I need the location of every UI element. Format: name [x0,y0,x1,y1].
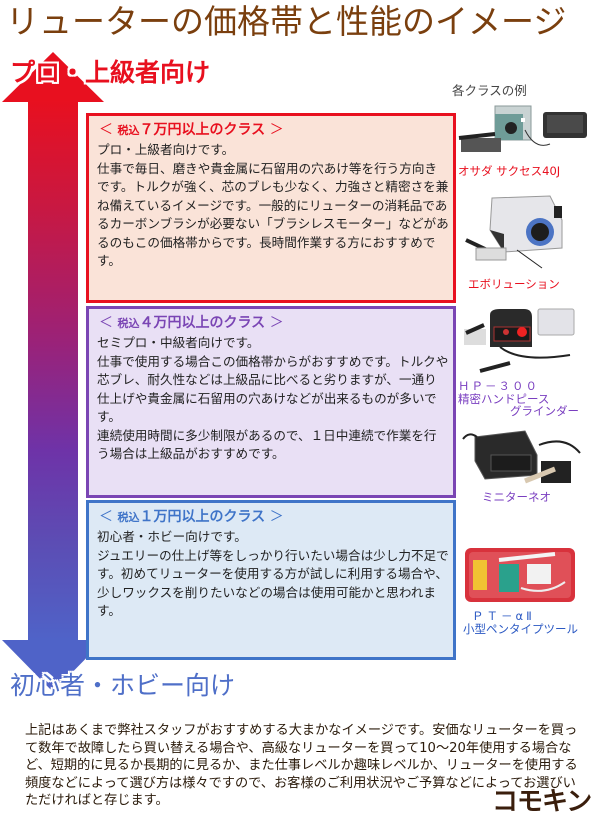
bracket-close: ＞ [265,315,284,331]
rotary-tool-icon [462,430,581,484]
bracket-close: ＞ [265,509,284,525]
product-image-minitor-neo[interactable] [455,425,590,490]
product-name[interactable]: ミニターネオ [482,490,551,504]
bracket-close: ＞ [265,122,284,138]
examples-heading: 各クラスの例 [452,83,527,98]
product-image-hp300[interactable] [460,305,585,377]
bracket-open: ＜ [99,315,118,331]
class-box-40k: ＜ 税込４万円以上のクラス ＞ セミプロ・中級者向けです。 仕事で使用する場合こ… [86,306,456,498]
price-class: ７万円以上のクラス [139,122,266,138]
product-name-line2[interactable]: 精密ハンドピース [458,392,550,406]
rotary-tool-icon [458,105,587,152]
class-header: ＜ 税込７万円以上のクラス ＞ [99,120,449,141]
class-description: ジュエリーの仕上げ等をしっかり行いたい場合は少し力不足です。初めてリューターを使… [97,547,449,619]
beginner-level-label: 初心者・ホビー向け [10,671,236,700]
rotary-tool-icon [465,548,575,602]
price-class: ４万円以上のクラス [139,315,266,331]
class-box-10k: ＜ 税込１万円以上のクラス ＞ 初心者・ホビー向けです。 ジュエリーの仕上げ等を… [86,500,456,660]
rotary-tool-icon [464,308,575,373]
pro-level-label: プロ・上級者向け [10,58,211,87]
tax-label: 税込 [117,124,140,137]
product-name[interactable]: ＰＴ－αⅡ [472,609,535,623]
class-description: 仕事で毎日、磨きや貴金属に石留用の穴あけ等を行う方向きです。トルクが強く、芯のブ… [97,160,449,269]
product-name-line2[interactable]: 小型ペンタイプツール [463,622,578,636]
class-header: ＜ 税込４万円以上のクラス ＞ [99,313,449,334]
product-name[interactable]: ＨＰ－３００ [458,379,539,393]
class-description: プロ・上級者向けです。 [97,142,235,157]
class-header: ＜ 税込１万円以上のクラス ＞ [99,507,449,528]
product-name[interactable]: エボリューション [468,277,560,291]
class-description: セミプロ・中級者向けです。 [97,335,260,350]
arrow-shaft [28,100,78,640]
bracket-open: ＜ [99,509,118,525]
brand-logo[interactable]: コモキン [492,787,592,817]
class-description: 連続使用時間に多少制限があるので、１日中連続で作業を行う場合は上級品がおすすめで… [97,427,437,462]
page-title: リューターの価格帯と性能のイメージ [6,2,567,41]
class-description: 初心者・ホビー向けです。 [97,529,247,544]
tax-label: 税込 [117,317,140,330]
price-class: １万円以上のクラス [139,509,266,525]
class-box-70k: ＜ 税込７万円以上のクラス ＞ プロ・上級者向けです。 仕事で毎日、磨きや貴金属… [86,113,456,303]
footer-note: 上記はあくまで弊社スタッフがおすすめする大まかなイメージです。安価なリューターを… [25,723,578,808]
rotary-tool-icon [465,195,563,269]
arrow-up-icon [2,52,104,102]
product-name-line3[interactable]: グラインダー [510,404,579,418]
product-image-evolution[interactable] [462,190,582,270]
product-image-pt-alpha2[interactable] [465,548,575,602]
class-description: 仕事で使用する場合この価格帯からがおすすめです。トルクや芯ブレ、耐久性などは上級… [97,353,449,425]
product-image-osada[interactable] [455,100,595,162]
bracket-open: ＜ [99,122,118,138]
product-name[interactable]: オサダ サクセス40J [458,164,561,178]
tax-label: 税込 [117,511,140,524]
